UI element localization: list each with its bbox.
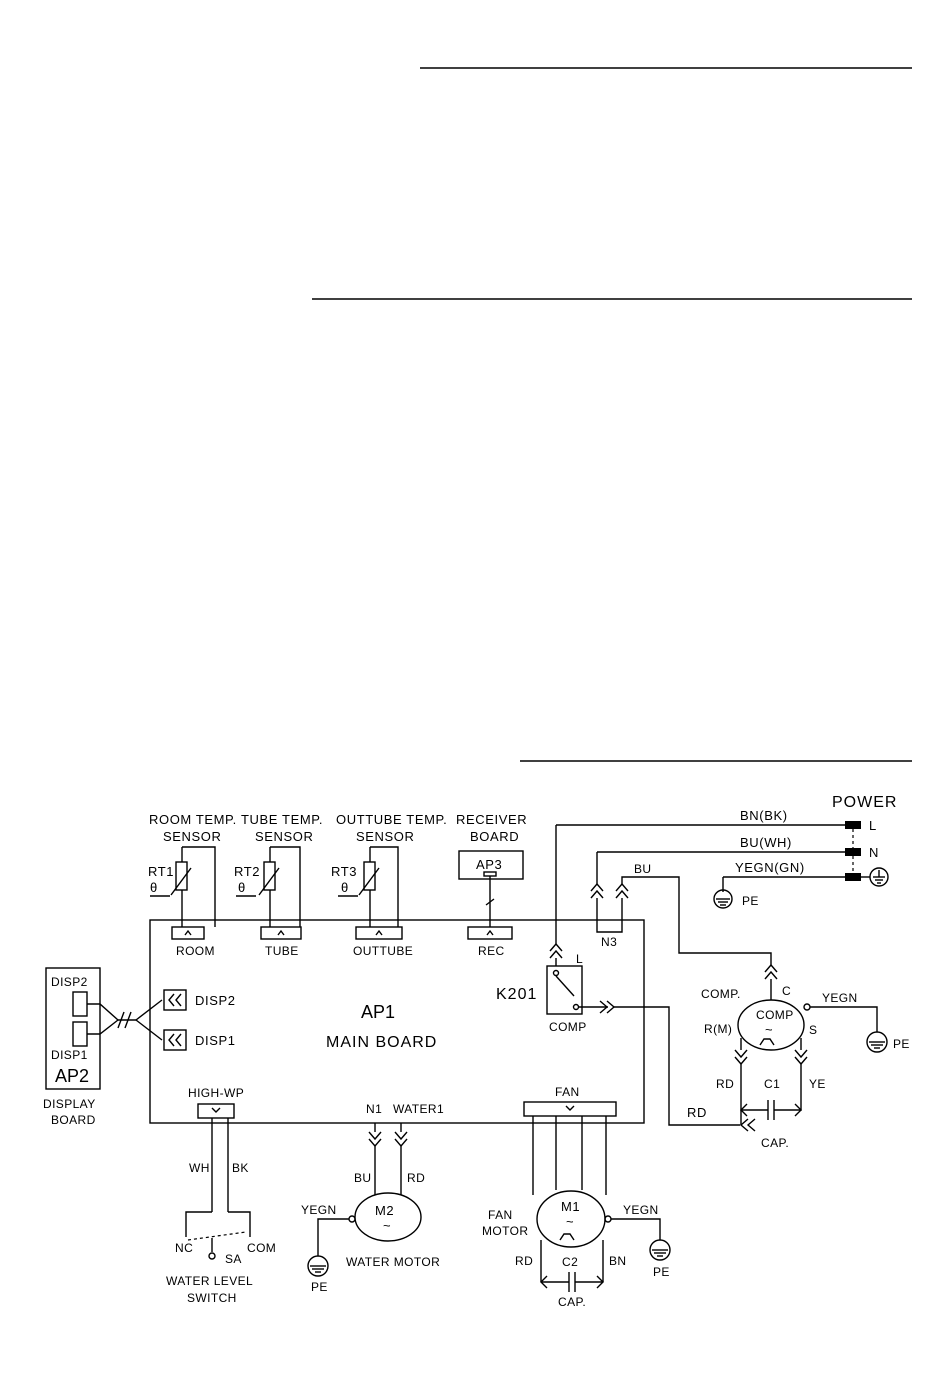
wm-yegn-label: YEGN xyxy=(301,1203,337,1217)
compressor: C COMP. COMP ~ R(M) S YEGN PE RD YE C1 xyxy=(701,963,910,1150)
water-level-switch: HIGH-WP WH BK NC SA COM WATER LEVEL SWIT… xyxy=(166,1086,276,1305)
connector-n3: BU N3 xyxy=(590,852,772,965)
c1-label: C1 xyxy=(764,1077,780,1091)
ap2-label: AP2 xyxy=(55,1066,89,1086)
rec-port-label: REC xyxy=(478,944,505,958)
rt3-theta: θ xyxy=(341,880,349,895)
receiver-title: RECEIVER xyxy=(456,812,527,827)
rt3-label: RT3 xyxy=(331,864,357,879)
tube-sensor-subtitle: SENSOR xyxy=(255,829,314,844)
fan-motor-subtitle: MOTOR xyxy=(482,1224,528,1238)
fan-motor: FAN M1 ~ FAN MOTOR YEGN PE RD BN C2 CAP. xyxy=(482,1085,671,1309)
fm-bn-label: BN xyxy=(609,1254,626,1268)
room-sensor-subtitle: SENSOR xyxy=(163,829,222,844)
relay-k201: L K201 COMP RD xyxy=(496,825,740,1126)
comp-rd-label: RD xyxy=(716,1077,734,1091)
outtube-sensor-subtitle: SENSOR xyxy=(356,829,415,844)
relay-comp-label: COMP xyxy=(549,1020,587,1034)
room-sensor-title: ROOM TEMP. xyxy=(149,812,237,827)
power-l-label: L xyxy=(869,818,877,833)
outtube-port-label: OUTTUBE xyxy=(353,944,413,958)
ground-icon xyxy=(307,1255,329,1277)
room-sensor: ROOM TEMP. SENSOR RT1 θ ROOM xyxy=(148,812,237,958)
c1-cap-label: CAP. xyxy=(761,1136,789,1150)
tube-sensor-title: TUBE TEMP. xyxy=(241,812,323,827)
display-board-title: DISPLAY xyxy=(43,1097,96,1111)
rt2-theta: θ xyxy=(238,880,246,895)
power-n-label: N xyxy=(869,845,879,860)
display-board-subtitle: BOARD xyxy=(51,1113,96,1127)
comp-yegn-label: YEGN xyxy=(822,991,858,1005)
power-pe-label: PE xyxy=(742,894,759,908)
ground-icon xyxy=(713,889,733,909)
comp-pe-label: PE xyxy=(893,1037,910,1051)
sa-label: SA xyxy=(225,1252,242,1266)
k201-label: K201 xyxy=(496,986,537,1003)
wm-bu-label: BU xyxy=(354,1171,371,1185)
rt1-label: RT1 xyxy=(148,864,174,879)
ap2-disp1-label: DISP1 xyxy=(51,1048,88,1062)
room-port-label: ROOM xyxy=(176,944,215,958)
wm-rd-label: RD xyxy=(407,1171,425,1185)
comp-label: COMP. xyxy=(701,987,741,1001)
main-board-name: MAIN BOARD xyxy=(326,1034,437,1051)
fan-motor-title: FAN xyxy=(488,1208,513,1222)
fan-label: FAN xyxy=(555,1085,580,1099)
relay-l-label: L xyxy=(576,952,583,966)
wm-pe-label: PE xyxy=(311,1280,328,1294)
fm-yegn-label: YEGN xyxy=(623,1203,659,1217)
outtube-sensor-title: OUTTUBE TEMP. xyxy=(336,812,447,827)
n1-label: N1 xyxy=(366,1102,382,1116)
c2-cap-label: CAP. xyxy=(558,1295,586,1309)
nc-label: NC xyxy=(175,1241,193,1255)
m1-label: M1 xyxy=(561,1199,580,1214)
main-board-ref: AP1 xyxy=(361,1002,395,1022)
receiver-subtitle: BOARD xyxy=(470,829,519,844)
wire-bu-label: BU xyxy=(634,862,651,876)
ground-icon xyxy=(649,1239,671,1261)
fm-pe-label: PE xyxy=(653,1265,670,1279)
wire-bk-label: BK xyxy=(232,1161,249,1175)
m2-tilde: ~ xyxy=(383,1218,391,1233)
display-board: DISP2 DISP1 AP2 DISPLAY BOARD DISP2 DISP… xyxy=(43,967,236,1127)
comp-ye-label: YE xyxy=(809,1077,826,1091)
wire-bn-bk: BN(BK) xyxy=(740,808,788,823)
n3-label: N3 xyxy=(601,935,617,949)
ap2-disp2-label: DISP2 xyxy=(51,975,88,989)
wire-wh-label: WH xyxy=(189,1161,210,1175)
ap3-label: AP3 xyxy=(476,857,502,872)
high-wp-label: HIGH-WP xyxy=(188,1086,244,1100)
outtube-sensor: OUTTUBE TEMP. SENSOR RT3 θ OUTTUBE xyxy=(331,812,447,958)
water-switch-subtitle: SWITCH xyxy=(187,1291,237,1305)
c2-label: C2 xyxy=(562,1255,578,1269)
rt1-theta: θ xyxy=(150,880,158,895)
comp-name: COMP xyxy=(756,1008,794,1022)
receiver-board: RECEIVER BOARD AP3 REC xyxy=(456,812,527,958)
m2-label: M2 xyxy=(375,1203,394,1218)
com-label: COM xyxy=(247,1241,276,1255)
fm-rd-label: RD xyxy=(515,1254,533,1268)
wire-bu-wh: BU(WH) xyxy=(740,835,792,850)
power-title: POWER xyxy=(832,794,897,811)
tube-sensor: TUBE TEMP. SENSOR RT2 θ TUBE xyxy=(234,812,323,958)
m1-tilde: ~ xyxy=(566,1214,574,1229)
ground-icon xyxy=(866,1031,888,1053)
main-board: AP1 MAIN BOARD xyxy=(149,919,645,1124)
mb-disp2-label: DISP2 xyxy=(195,993,236,1008)
power-supply: POWER L BN(BK) N BU(WH) YEGN(GN) PE xyxy=(556,794,897,909)
water1-label: WATER1 xyxy=(393,1102,444,1116)
mb-disp1-label: DISP1 xyxy=(195,1033,236,1048)
wire-yegn-gn: YEGN(GN) xyxy=(735,860,805,875)
water-motor-title: WATER MOTOR xyxy=(346,1255,440,1269)
comp-c-label: C xyxy=(782,984,791,998)
comp-s-label: S xyxy=(809,1023,817,1037)
water-motor: N1 WATER1 BU RD M2 ~ YEGN PE WATER MOTOR xyxy=(301,1102,444,1294)
water-switch-title: WATER LEVEL xyxy=(166,1274,253,1288)
wire-rd-bottom: RD xyxy=(687,1105,707,1120)
tube-port-label: TUBE xyxy=(265,944,299,958)
comp-tilde: ~ xyxy=(765,1022,773,1037)
rt2-label: RT2 xyxy=(234,864,260,879)
comp-r-label: R(M) xyxy=(704,1022,732,1036)
